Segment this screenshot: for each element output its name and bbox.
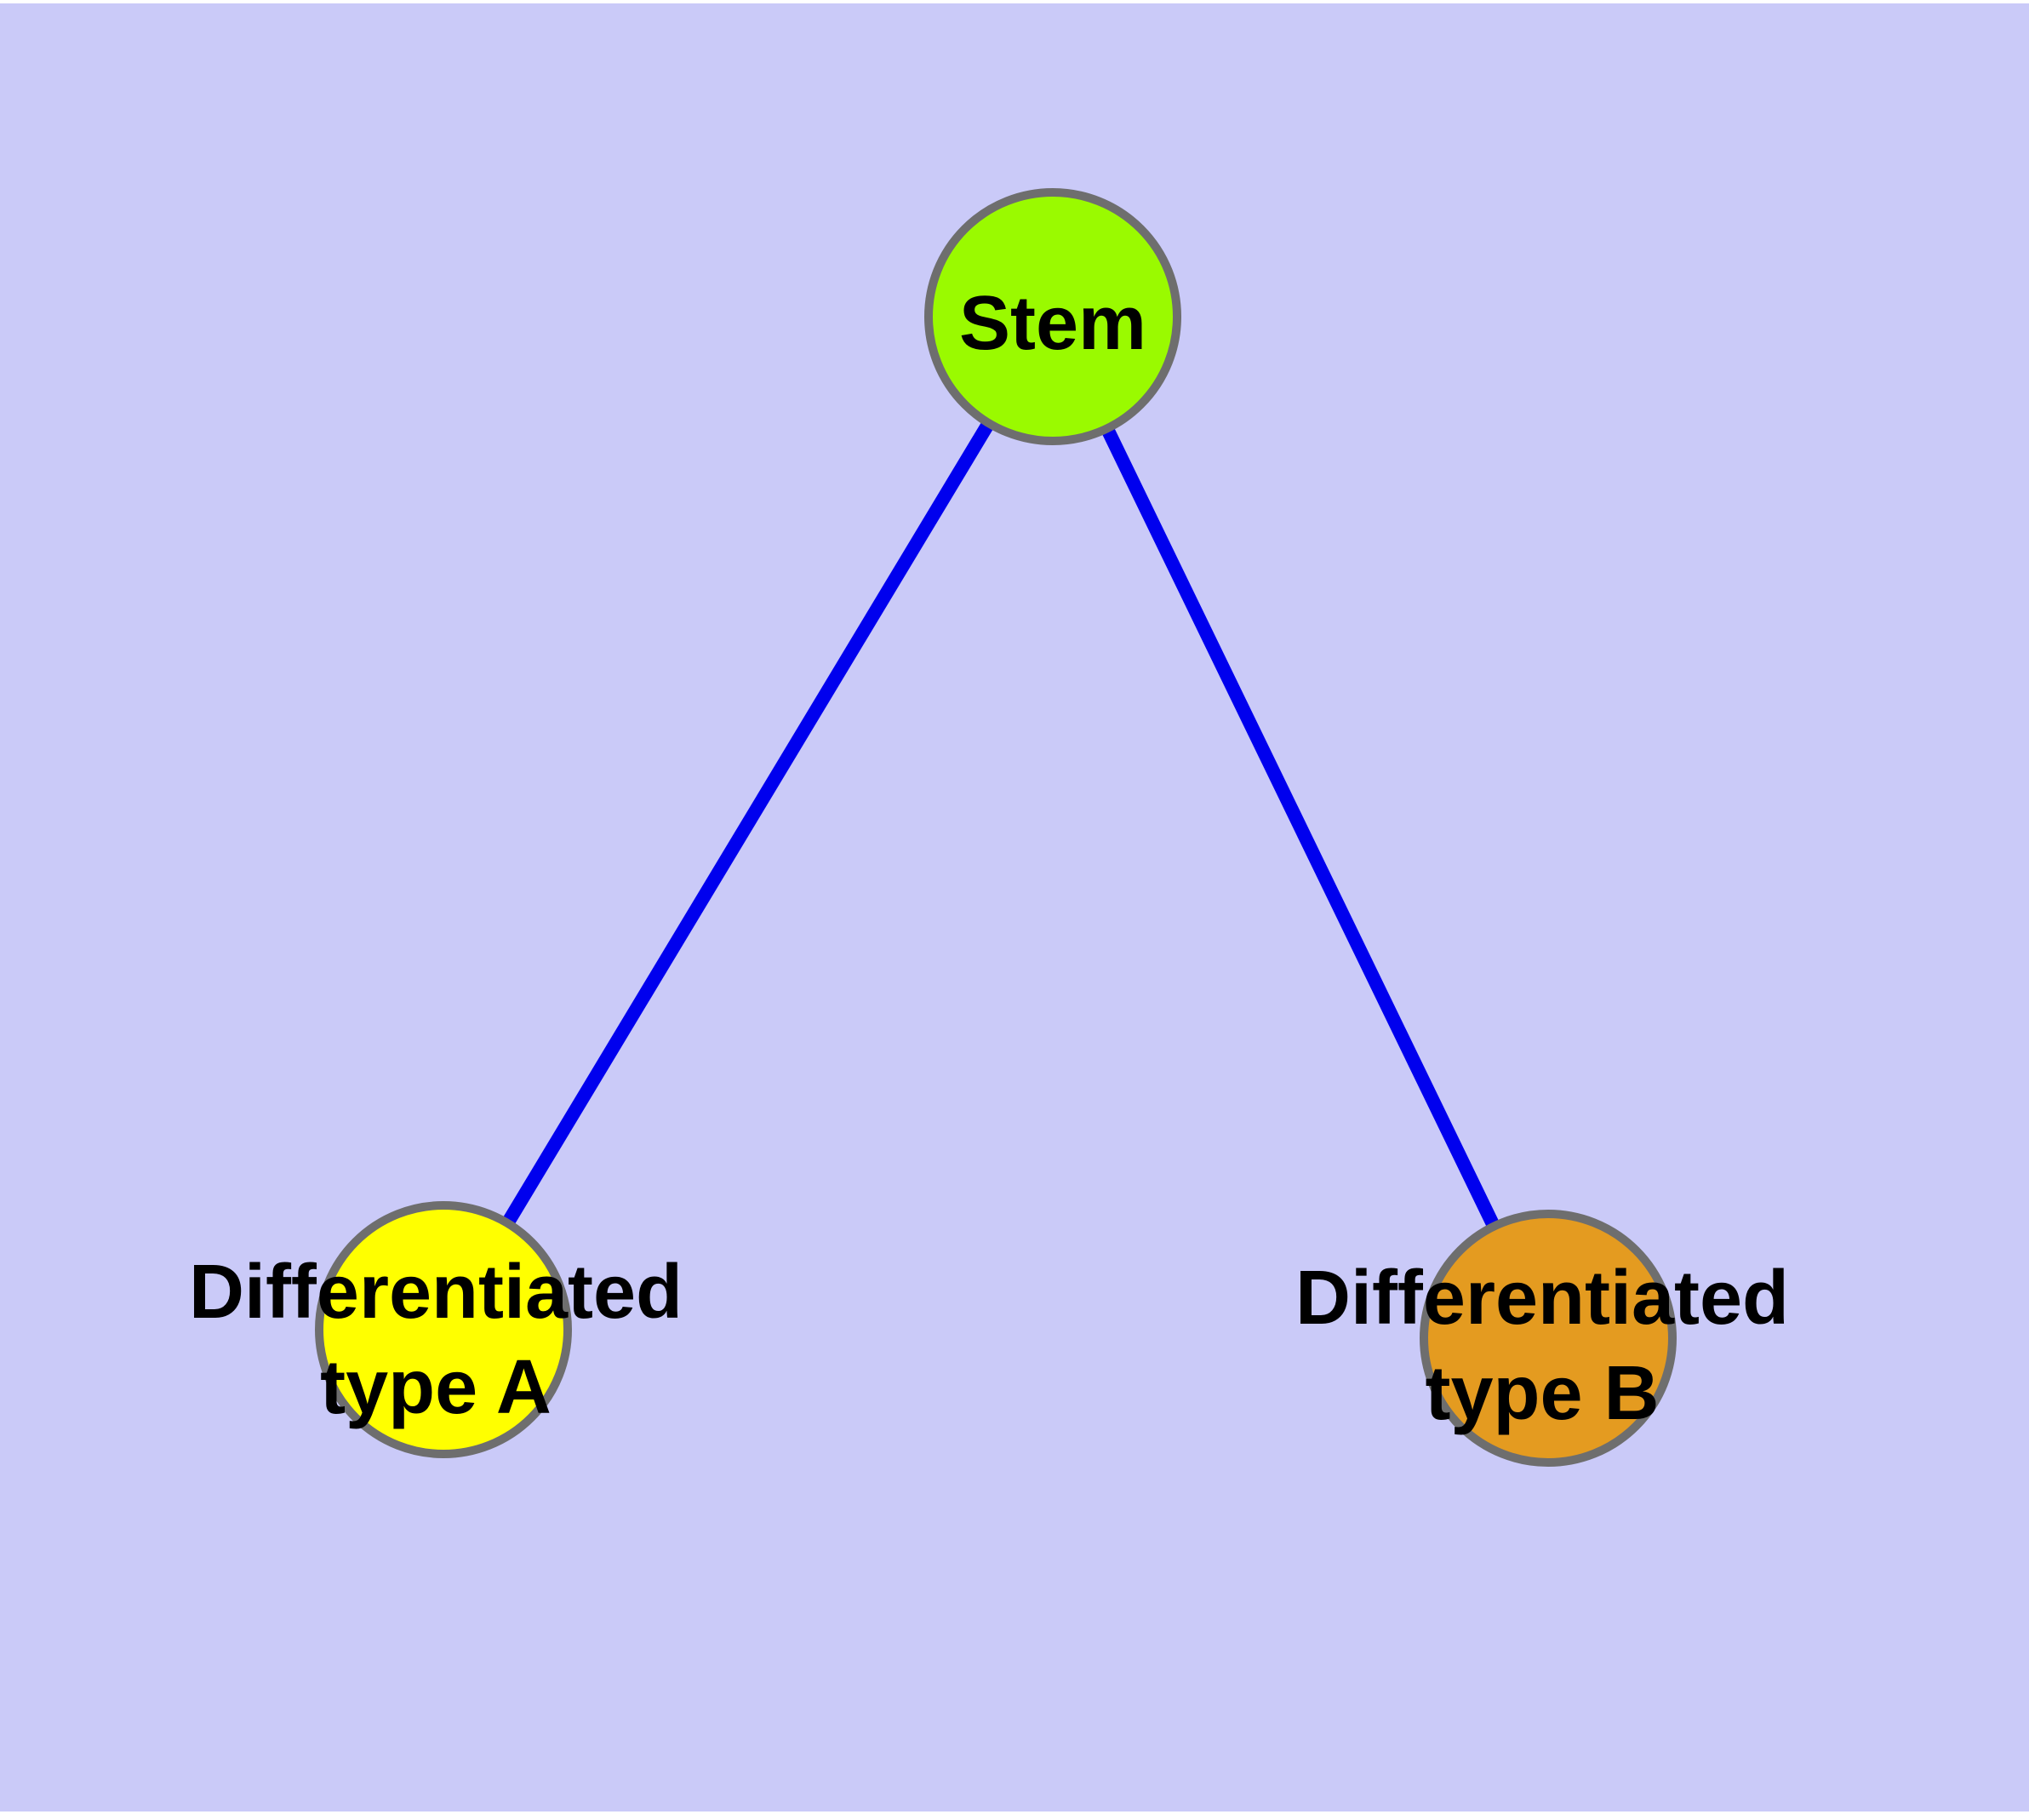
node-type-b[interactable] xyxy=(1420,1210,1677,1467)
node-type-b-label-line2: type B xyxy=(1425,1351,1659,1436)
node-stem-label: Stem xyxy=(959,281,1146,366)
edge-stem-to-type-b xyxy=(1046,313,1555,1342)
node-type-a[interactable] xyxy=(315,1201,572,1458)
node-type-a-label-line2: type A xyxy=(320,1345,552,1430)
node-type-a-label-line1: Differentiated xyxy=(189,1250,683,1335)
edge-stem-to-type-a xyxy=(437,312,1059,1334)
node-type-b-label-line1: Differentiated xyxy=(1295,1256,1789,1341)
node-stem[interactable] xyxy=(924,188,1181,445)
